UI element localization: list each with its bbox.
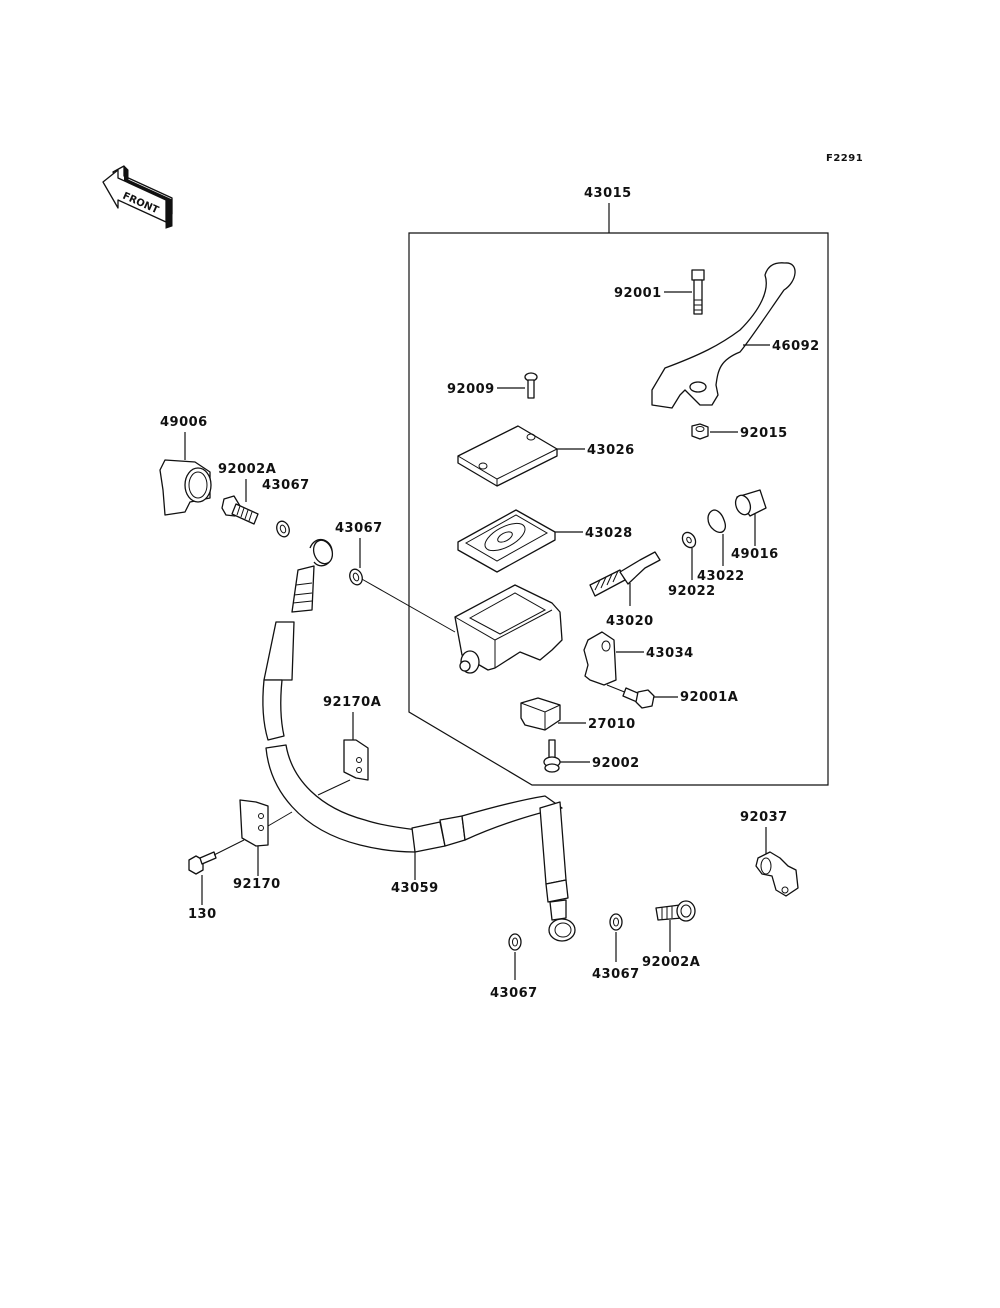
part-92002[interactable]: 92002	[543, 739, 640, 773]
part-49016[interactable]: 49016	[731, 489, 779, 562]
label-43034: 43034	[646, 646, 694, 661]
label-92170: 92170	[233, 877, 281, 892]
part-43022[interactable]: 43022	[697, 509, 745, 584]
label-92002A-top: 92002A	[218, 462, 276, 477]
part-92170A[interactable]: 92170A	[317, 695, 381, 796]
assembly-label: 43015	[584, 186, 632, 201]
part-49006[interactable]: 49006	[159, 415, 212, 516]
label-92009: 92009	[447, 382, 495, 397]
part-130[interactable]: 130	[188, 839, 245, 922]
label-92002: 92002	[592, 756, 640, 771]
part-43034[interactable]: 43034	[583, 631, 694, 686]
label-46092: 46092	[772, 339, 820, 354]
label-43026: 43026	[587, 443, 635, 458]
part-master-cylinder[interactable]	[454, 584, 563, 674]
label-49016: 49016	[731, 547, 779, 562]
part-43067-a[interactable]: 43067	[262, 478, 310, 539]
label-43067-a: 43067	[262, 478, 310, 493]
front-arrow-icon: FRONT	[102, 165, 173, 229]
part-43028[interactable]: 43028	[457, 509, 633, 573]
label-43028: 43028	[585, 526, 633, 541]
label-43059: 43059	[391, 881, 439, 896]
label-43067-c: 43067	[490, 986, 538, 1001]
label-43022: 43022	[697, 569, 745, 584]
part-92009[interactable]: 92009	[447, 372, 538, 399]
label-130: 130	[188, 907, 217, 922]
label-92001: 92001	[614, 286, 662, 301]
part-27010[interactable]: 27010	[520, 697, 636, 732]
part-92001[interactable]: 92001	[614, 269, 705, 315]
label-43067-d: 43067	[592, 967, 640, 982]
part-43067-d[interactable]: 43067	[592, 913, 640, 982]
part-92002A-bottom[interactable]: 92002A	[642, 900, 700, 970]
part-92022[interactable]: 92022	[668, 530, 716, 599]
label-49006: 49006	[160, 415, 208, 430]
part-43067-c[interactable]: 43067	[490, 933, 538, 1001]
label-27010: 27010	[588, 717, 636, 732]
part-92015[interactable]: 92015	[691, 423, 788, 441]
part-43026[interactable]: 43026	[457, 425, 635, 487]
assembly-box	[408, 232, 829, 786]
part-92170[interactable]: 92170	[233, 799, 293, 892]
label-92170A: 92170A	[323, 695, 381, 710]
label-92037: 92037	[740, 810, 788, 825]
label-92022: 92022	[668, 584, 716, 599]
label-43020: 43020	[606, 614, 654, 629]
part-43059[interactable]: 43059	[262, 538, 576, 942]
part-43020[interactable]: 43020	[589, 551, 661, 629]
label-43067-b: 43067	[335, 521, 383, 536]
part-92001A[interactable]: 92001A	[606, 684, 738, 709]
part-92037[interactable]: 92037	[740, 810, 799, 897]
part-46092[interactable]: 46092	[651, 262, 820, 409]
label-92001A: 92001A	[680, 690, 738, 705]
label-92015: 92015	[740, 426, 788, 441]
label-92002A-bottom: 92002A	[642, 955, 700, 970]
reference-code: F2291	[826, 153, 863, 164]
part-43067-b[interactable]: 43067	[335, 521, 383, 587]
part-92002A-top[interactable]: 92002A	[218, 462, 276, 525]
